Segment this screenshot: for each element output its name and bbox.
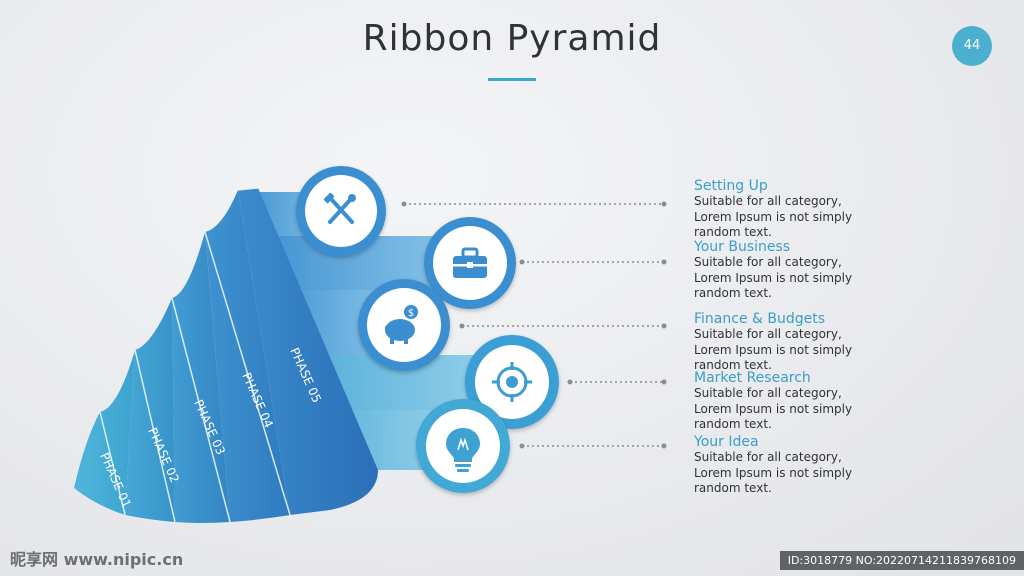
- cone: [74, 187, 378, 523]
- page-number-badge: 44: [952, 26, 992, 66]
- ribbon-tail-4: [250, 236, 460, 290]
- phase-desc-line-3: random text.: [694, 286, 772, 300]
- phase-heading: Your Business: [694, 239, 791, 255]
- phase-desc-line-3: random text.: [694, 481, 772, 495]
- phase-desc-line-1: Suitable for all category,: [694, 255, 842, 269]
- phase-text-1: Your Idea Suitable for all category, Lor…: [694, 434, 894, 497]
- phase-desc-line-2: Lorem Ipsum is not simply: [694, 209, 853, 224]
- lightbulb-icon: [446, 428, 480, 472]
- watermark-site: 昵享网 www.nipic.cn: [10, 550, 184, 569]
- cone-band-4: [205, 190, 290, 522]
- svg-text:$: $: [408, 308, 414, 319]
- tools-icon: [323, 192, 356, 224]
- phase-desc-line-2: Lorem Ipsum is not simply: [694, 401, 853, 416]
- phase-desc-line-1: Suitable for all category,: [694, 450, 842, 464]
- phase-text-2: Market Research Suitable for all categor…: [694, 370, 894, 433]
- piggy-bank-icon: $: [385, 305, 418, 344]
- target-icon: [492, 362, 532, 402]
- phase-desc-line-1: Suitable for all category,: [694, 386, 842, 400]
- phase-heading: Your Idea: [694, 434, 759, 450]
- phase-desc-line-3: random text.: [694, 225, 772, 239]
- phase-desc-line-2: Lorem Ipsum is not simply: [694, 270, 853, 285]
- phase-circle-3: $: [358, 279, 450, 371]
- watermark-id: ID:3018779 NO:20220714211839768109: [779, 551, 1024, 570]
- phase-text-3: Finance & Budgets Suitable for all categ…: [694, 311, 894, 374]
- phase-desc-line-3: random text.: [694, 417, 772, 431]
- connectors: [401, 201, 667, 449]
- phase-desc-line-1: Suitable for all category,: [694, 194, 842, 208]
- phase-text-5: Setting Up Suitable for all category, Lo…: [694, 178, 894, 241]
- phase-circle-2: [465, 335, 559, 429]
- phase-circle-1: [416, 399, 510, 493]
- phase-circle-5: [296, 166, 386, 256]
- phase-text-4: Your Business Suitable for all category,…: [694, 239, 894, 302]
- phase-desc-line-3: random text.: [694, 358, 772, 372]
- cone-band-3: [172, 232, 230, 523]
- phase-heading: Market Research: [694, 370, 811, 386]
- cone-band-5: [238, 188, 378, 515]
- phase-heading: Setting Up: [694, 178, 768, 194]
- phase-circle-4: [424, 217, 516, 309]
- title-underline: [488, 78, 536, 81]
- phase-desc-line-2: Lorem Ipsum is not simply: [694, 465, 853, 480]
- phase-desc-line-1: Suitable for all category,: [694, 327, 842, 341]
- slide-title: Ribbon Pyramid: [362, 18, 662, 59]
- phase-heading: Finance & Budgets: [694, 311, 826, 327]
- phase-desc-line-2: Lorem Ipsum is not simply: [694, 342, 853, 357]
- briefcase-icon: [453, 247, 487, 278]
- cone-dividers: [99, 187, 291, 523]
